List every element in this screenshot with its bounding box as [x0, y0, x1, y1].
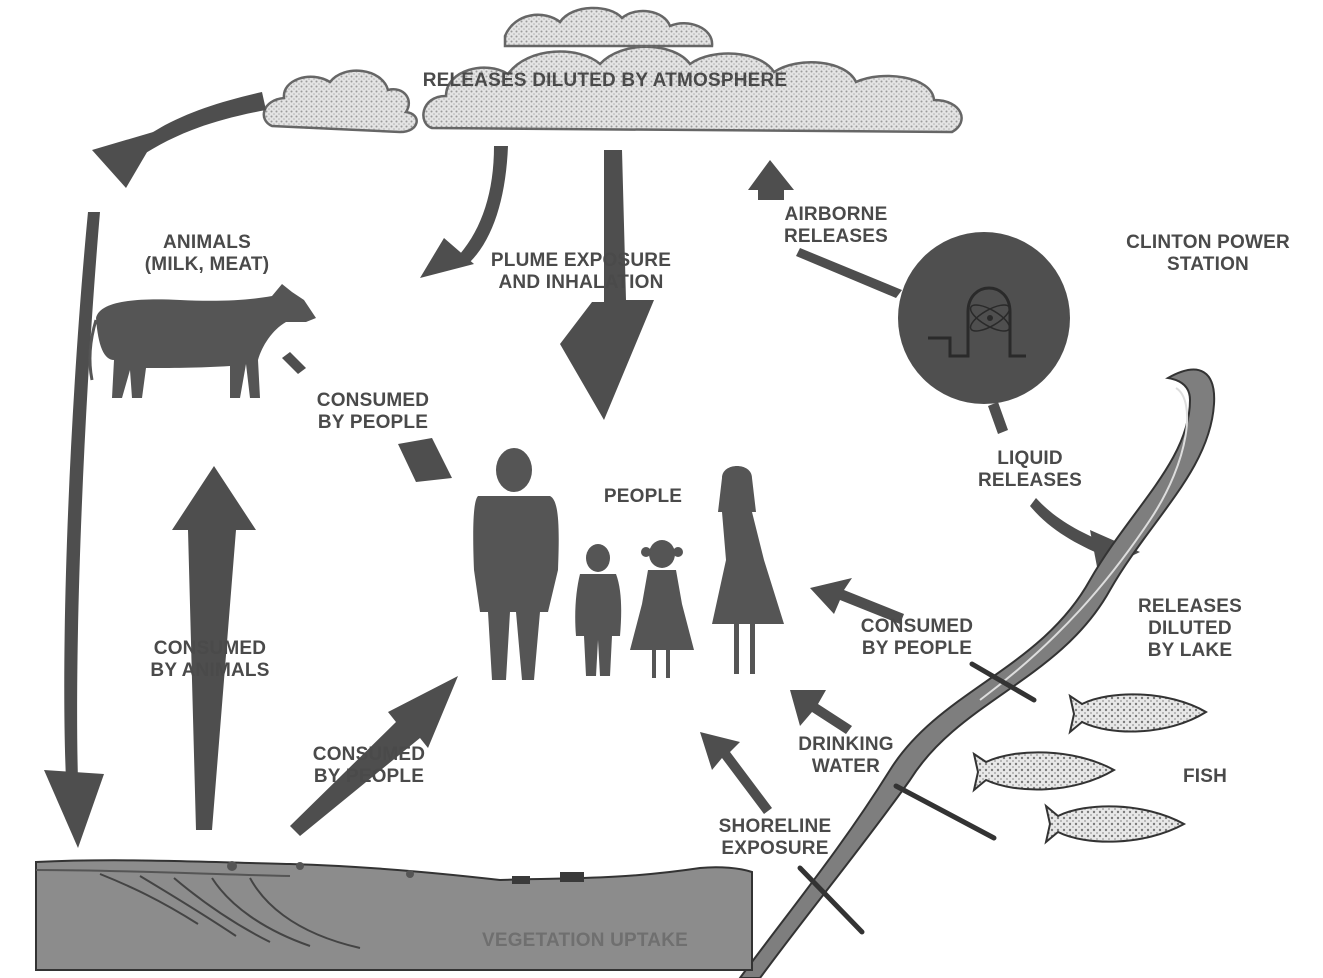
label-animals: ANIMALS (MILK, MEAT) — [144, 232, 270, 275]
man-icon — [473, 448, 559, 680]
arrow-consumed-by-animals — [172, 466, 256, 830]
label-releases-diluted-by-atmosphere: RELEASES DILUTED BY ATMOSPHERE — [422, 70, 788, 91]
label-consumed-by-people-animals: CONSUMED BY PEOPLE — [316, 390, 430, 433]
girl-icon — [630, 540, 694, 678]
arrow-vegetation-to-people — [290, 676, 458, 836]
label-clinton-power-station: CLINTON POWER STATION — [1126, 232, 1290, 275]
nuclear-station-icon — [898, 232, 1070, 404]
label-fish: FISH — [1182, 766, 1228, 787]
woman-icon — [712, 466, 784, 674]
fish-icon — [972, 693, 1208, 845]
arrow-to-vegetation — [44, 212, 104, 848]
farmland-icon — [35, 859, 753, 971]
arrows-water-to-people — [700, 578, 904, 814]
label-releases-diluted-by-lake: RELEASES DILUTED BY LAKE — [1137, 596, 1242, 661]
label-vegetation-uptake: VEGETATION UPTAKE — [481, 930, 689, 951]
label-shoreline-exposure: SHORELINE EXPOSURE — [718, 816, 832, 859]
river-icon — [738, 368, 1216, 978]
cloud-icon — [262, 6, 963, 134]
arrow-animals-to-people — [282, 352, 452, 482]
label-people: PEOPLE — [603, 486, 683, 507]
boy-icon — [575, 544, 622, 676]
label-plume-exposure: PLUME EXPOSURE AND INHALATION — [490, 250, 672, 293]
arrows-airborne-releases — [748, 160, 902, 298]
label-consumed-by-people-fish: CONSUMED BY PEOPLE — [860, 616, 974, 659]
label-consumed-by-people-vegetation: CONSUMED BY PEOPLE — [312, 744, 426, 787]
arrows-plume-exposure — [420, 146, 654, 420]
label-liquid-releases: LIQUID RELEASES — [977, 448, 1082, 491]
label-consumed-by-animals: CONSUMED BY ANIMALS — [150, 638, 270, 681]
label-drinking-water: DRINKING WATER — [798, 734, 894, 777]
label-airborne-releases: AIRBORNE RELEASES — [783, 204, 888, 247]
river-crossing-lines — [797, 661, 1037, 935]
arrow-cloud-to-left — [92, 92, 266, 188]
cow-icon — [88, 284, 316, 398]
